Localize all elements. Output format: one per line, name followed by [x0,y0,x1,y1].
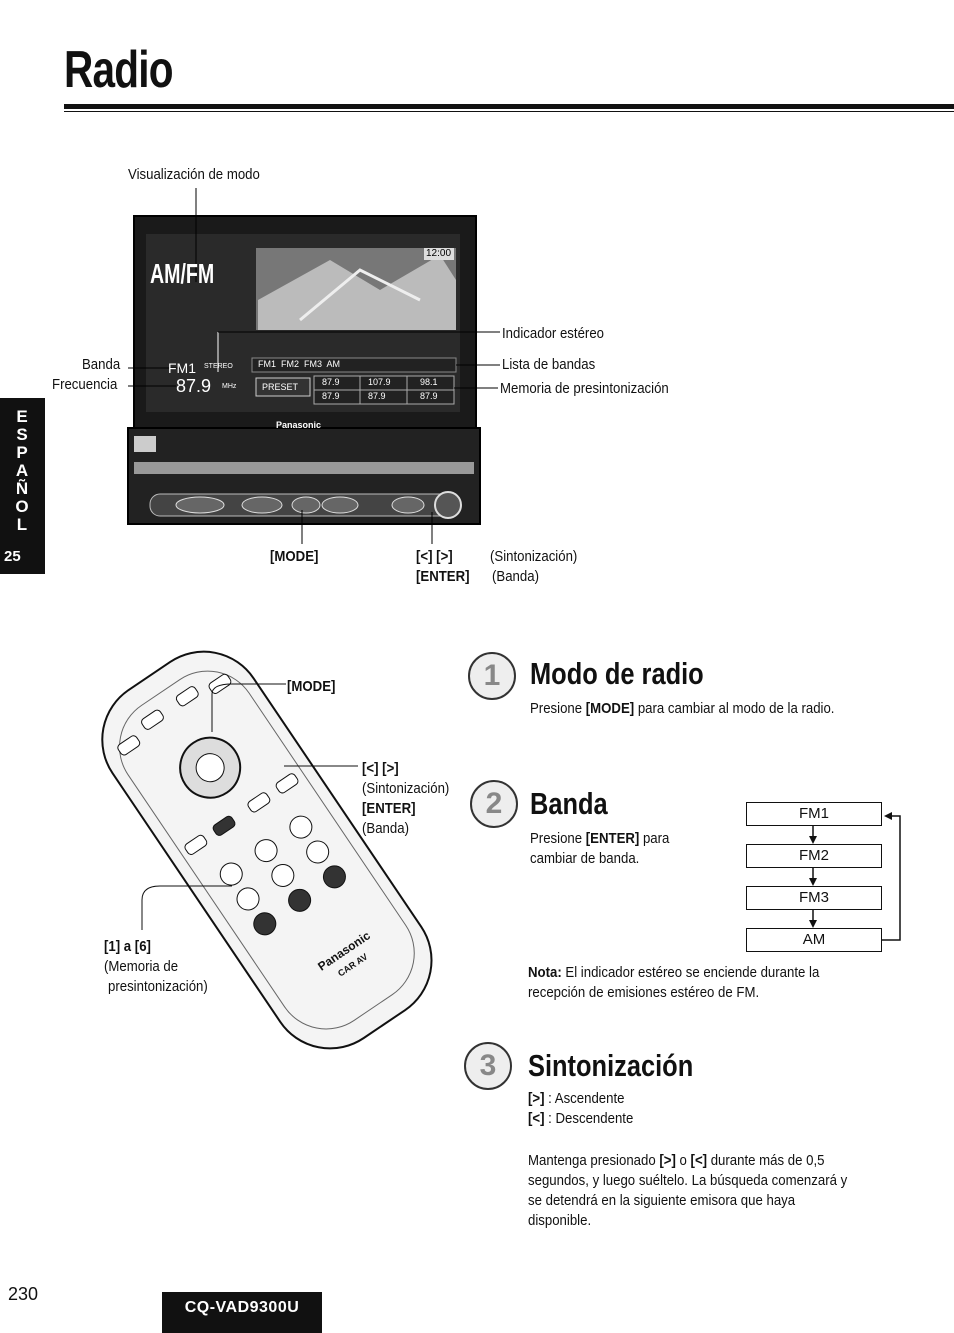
screen-band-list: FM1 FM2 FM3 AM [258,359,341,369]
label-band-list: Lista de bandas [502,356,596,373]
screen-frequency: 87.9 [176,376,212,396]
preset-button-screen [255,377,311,397]
screen-clock-box [424,248,454,260]
remote-label-tune: [<] [>] [362,760,399,777]
section-1-text: Presione [MODE] para cambiar al modo de … [530,700,835,717]
screen-preset-4: 87.9 [322,391,340,401]
leader-remote-presets [141,885,232,930]
label-enter-desc: (Banda) [492,568,539,585]
title-rule-thin [64,111,954,112]
section-2-text-line2: cambiar de banda. [530,850,640,867]
tune-down-line: [<] : Descendente [528,1110,634,1127]
page-number: 230 [8,1284,39,1304]
screen-freq-unit: MHz [222,383,237,390]
step-1-badge: 1 [468,652,516,700]
remote-label-enter: [ENTER] [362,800,416,817]
label-stereo-indicator: Indicador estéreo [502,325,604,342]
band-box-fm3: FM3 [746,886,882,910]
remote-label-presets-desc2: presintonización) [108,978,208,995]
section-3-para-line4: disponible. [528,1212,592,1229]
screen-band: FM1 [168,360,196,376]
label-tune-desc: (Sintonización) [490,548,578,565]
band-box-am: AM [746,928,882,952]
remote-label-presets: [1] a [6] [104,938,151,955]
remote-label-presets-desc1: (Memoria de [104,958,179,975]
language-side-tab: E S P A Ñ O L 25 [0,398,45,574]
remote-label-tune-desc: (Sintonización) [362,780,450,797]
remote-label-enter-desc: (Banda) [362,820,409,837]
language-letters: E S P A Ñ O L [15,407,29,534]
label-tune-buttons: [<] [>] [416,548,453,565]
screen-preset-6: 87.9 [420,391,438,401]
remote-mode-button [141,709,164,730]
model-badge: CQ-VAD9300U [162,1292,322,1333]
disc-slot [134,462,474,474]
tune-up-line: [>] : Ascendente [528,1090,625,1107]
remote-label-mode: [MODE] [287,678,336,695]
label-band: Banda [82,356,121,373]
page-title: Radio [64,41,174,99]
section-3-title: Sintonización [528,1048,694,1083]
note-line-1: Nota: El indicador estéreo se enciende d… [528,964,820,981]
band-box-fm2: FM2 [746,844,882,868]
section-2-title: Banda [530,786,608,821]
label-mode-button: [MODE] [270,548,319,565]
screen-preset-5: 87.9 [368,391,386,401]
section-page-number: 25 [4,548,21,565]
screen-preset-label: PRESET [262,382,299,392]
screen-preset-1: 87.9 [322,377,340,387]
enter-joystick [434,491,462,519]
label-mode-display: Visualización de modo [128,166,260,183]
leader-remote-mode [211,683,286,732]
screen-time: 12:00 [426,248,452,259]
step-3-badge: 3 [464,1042,512,1090]
label-frequency: Frecuencia [52,376,118,393]
band-box-fm1: FM1 [746,802,882,826]
label-enter-button: [ENTER] [416,568,470,585]
screen-preset-3: 98.1 [420,377,438,387]
section-2-text: Presione [ENTER] para [530,830,670,847]
screen-stereo: STEREO [204,363,233,370]
title-rule [64,104,954,109]
note-line-2: recepción de emisiones estéreo de FM. [528,984,760,1001]
screen-brand: Panasonic [276,420,322,430]
label-preset-memory: Memoria de presintonización [500,380,669,397]
section-3-para-line3: se detendrá en la siguiente emisora que … [528,1192,796,1209]
step-2-badge: 2 [470,780,518,828]
screen-mode-text: AM/FM [150,258,215,289]
screen-preset-2: 107.9 [368,377,391,387]
section-3-para-line1: Mantenga presionado [>] o [<] durante má… [528,1152,825,1169]
section-3-para-line2: segundos, y luego suéltelo. La búsqueda … [528,1172,848,1189]
section-1-title: Modo de radio [530,656,704,691]
